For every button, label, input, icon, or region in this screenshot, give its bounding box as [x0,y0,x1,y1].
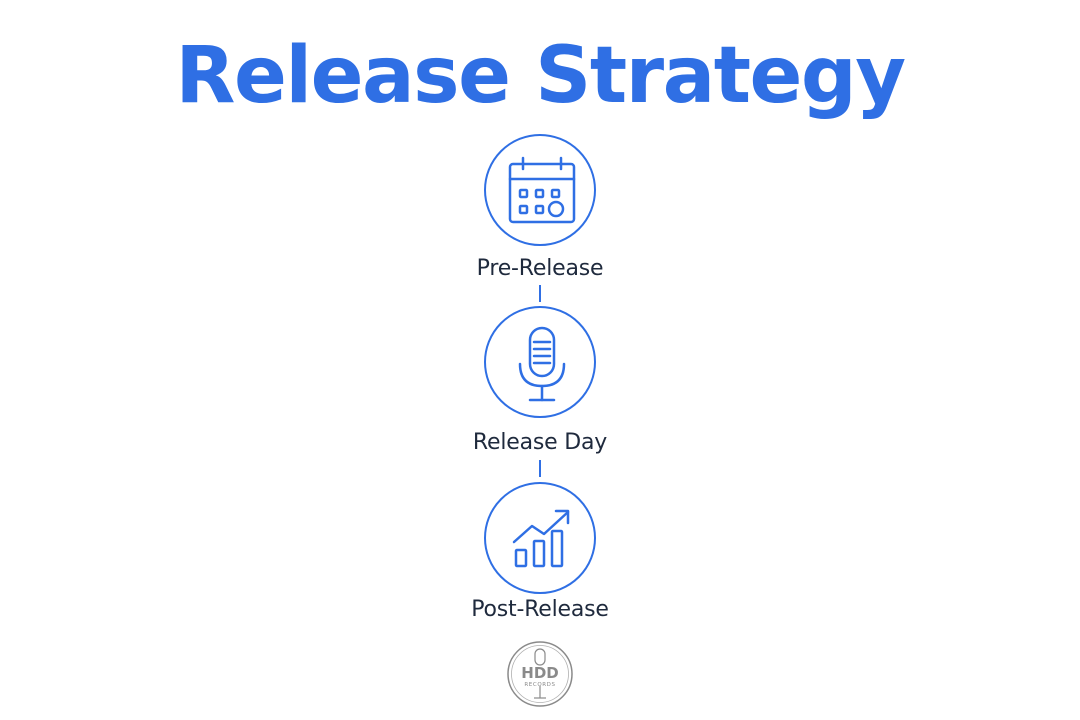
page-title: Release Strategy [175,31,906,121]
microphone-icon [518,326,566,402]
hdd-records-logo: HDD RECORDS [506,640,574,708]
pre-release-circle [484,134,596,246]
post-release-circle [484,482,596,594]
stage-label-pre-release: Pre-Release [476,256,604,281]
release-day-circle [484,306,596,418]
logo-microphone-icon [534,648,546,699]
logo-text-sub: RECORDS [524,682,555,688]
stage-label-release-day: Release Day [472,430,608,455]
calendar-icon [508,156,576,224]
logo-text-main: HDD [521,664,558,682]
connector-line [539,285,541,302]
connector-line [539,460,541,477]
growth-chart-icon [512,509,570,568]
stage-label-post-release: Post-Release [471,597,609,622]
